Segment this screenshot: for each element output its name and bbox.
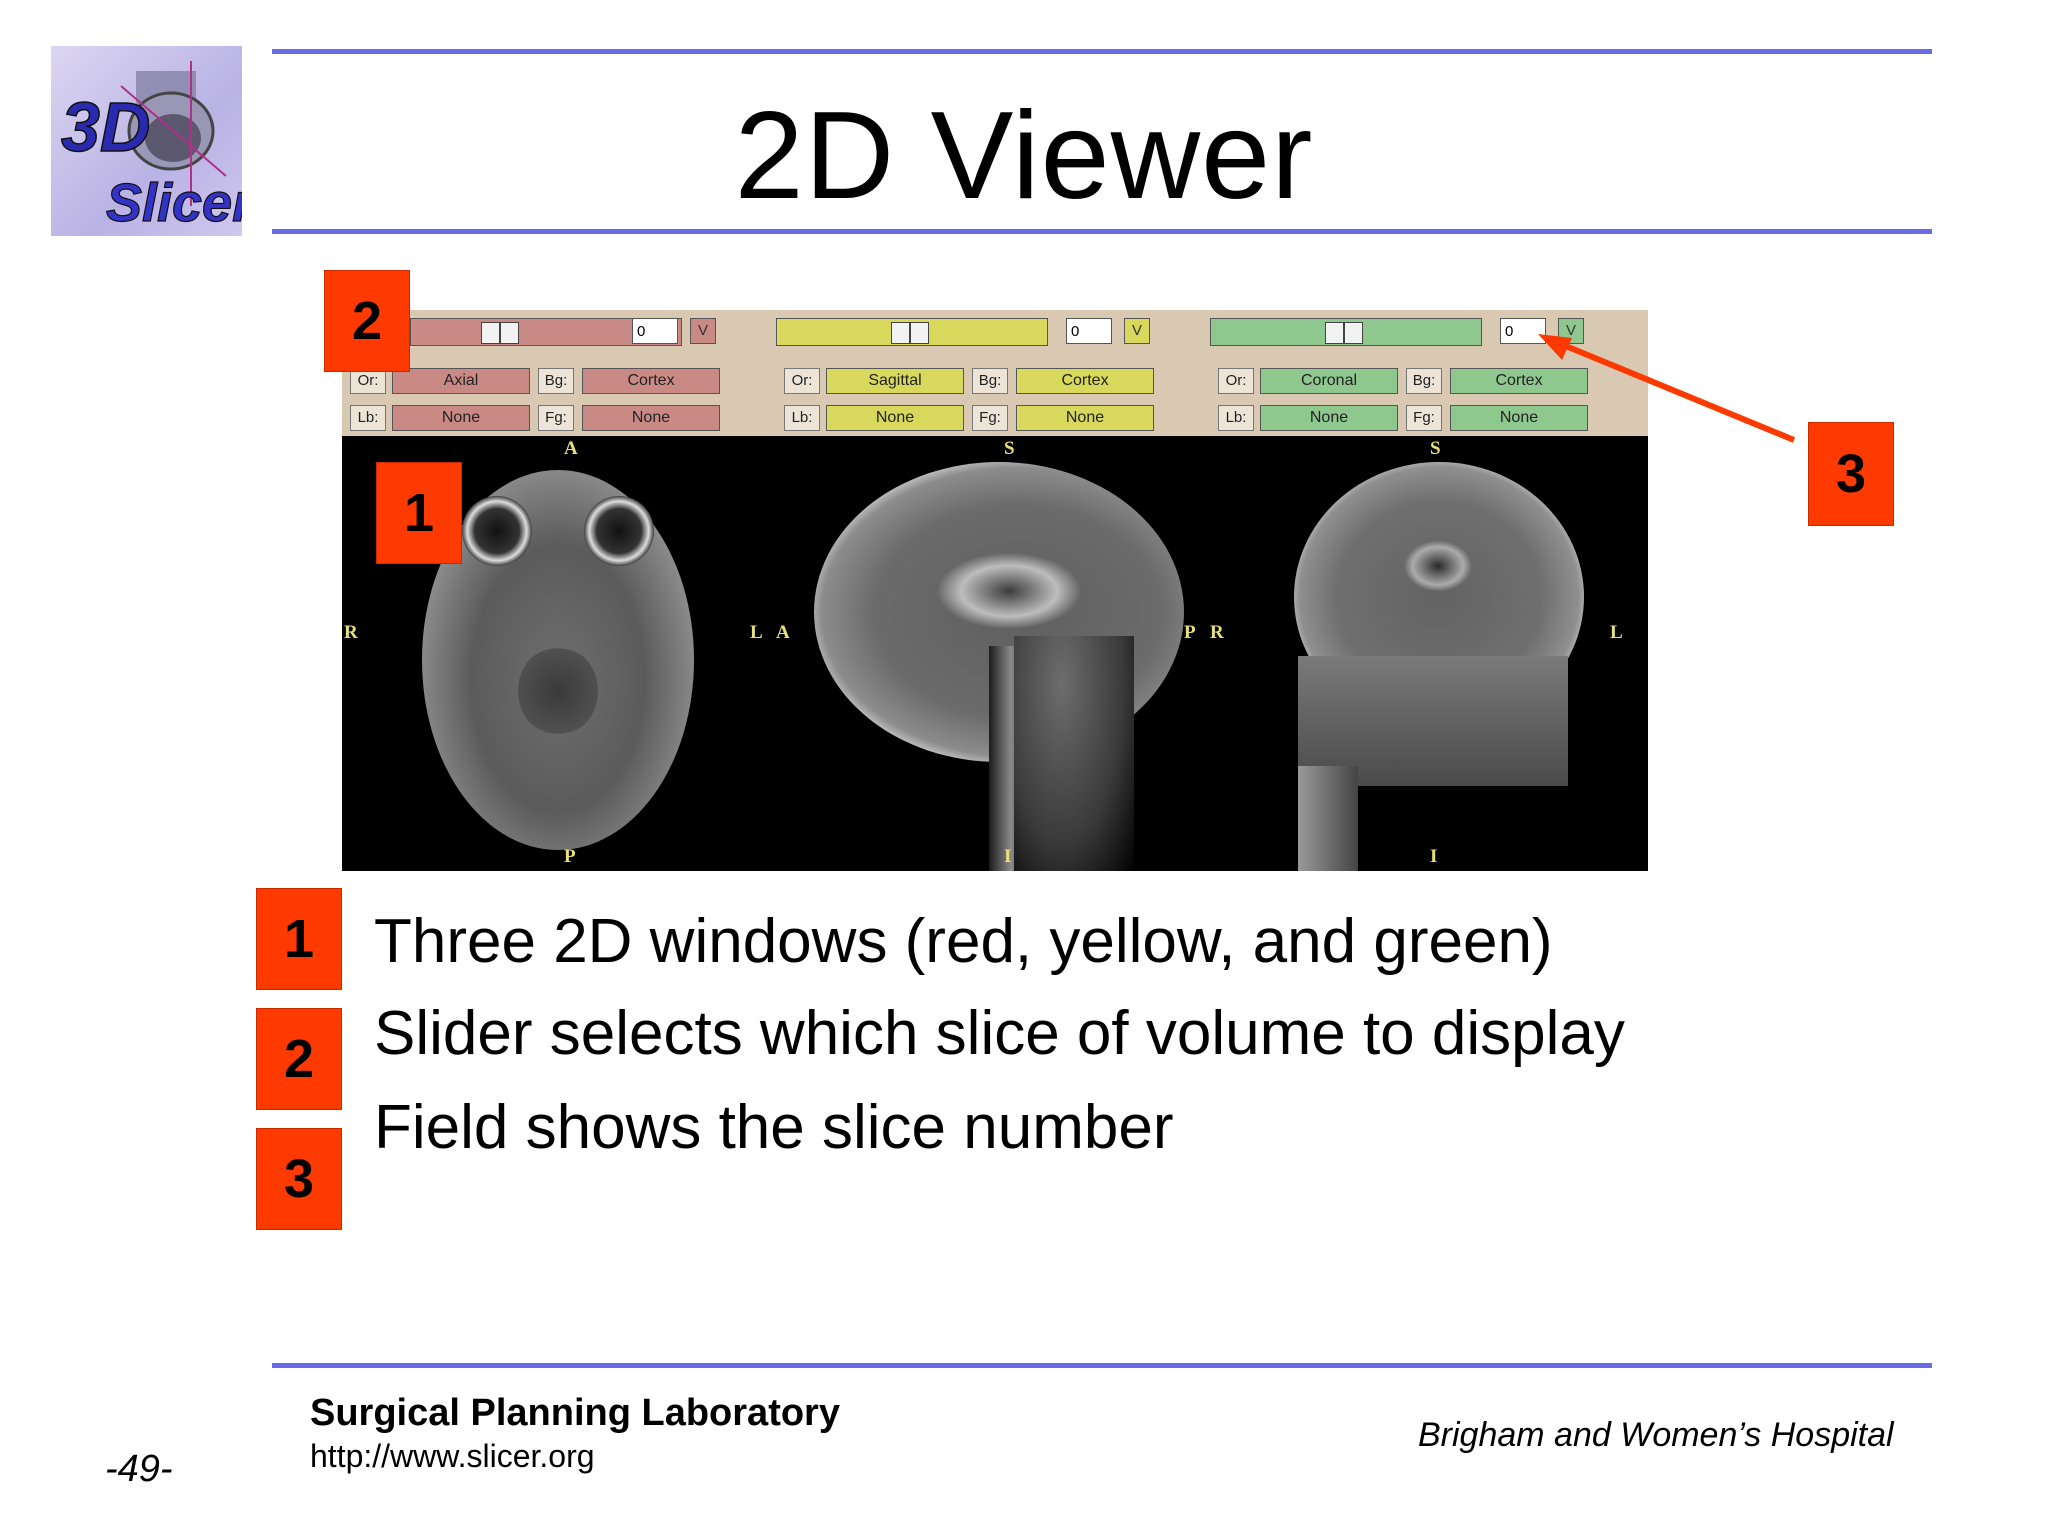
green-fg-menu[interactable]: None: [1450, 405, 1588, 431]
yellow-bg-menu[interactable]: Cortex: [1016, 368, 1154, 394]
yellow-orientation-menu[interactable]: Sagittal: [826, 368, 964, 394]
red-bg-label: Bg:: [538, 368, 574, 394]
yellow-fg-label: Fg:: [972, 405, 1008, 431]
title-bottom-rule: [272, 229, 1932, 234]
yellow-or-label: Or:: [784, 368, 820, 394]
callout-badge-1: 1: [376, 462, 462, 564]
coronal-mark-right: L: [1610, 622, 1623, 643]
red-bg-menu[interactable]: Cortex: [582, 368, 720, 394]
yellow-fg-menu[interactable]: None: [1016, 405, 1154, 431]
coronal-mark-top: S: [1430, 438, 1441, 459]
footer-url[interactable]: http://www.slicer.org: [310, 1438, 595, 1474]
red-slider-thumb[interactable]: [481, 322, 519, 344]
yellow-lb-menu[interactable]: None: [826, 405, 964, 431]
red-window-controls: 0 V Or: Axial Bg: Cortex Lb: None Fg: No…: [342, 310, 762, 436]
sagittal-slice-image[interactable]: S A P I: [774, 436, 1208, 871]
red-orientation-menu[interactable]: Axial: [392, 368, 530, 394]
page-number: -49-: [105, 1448, 173, 1490]
title-top-rule: [272, 49, 1932, 54]
sagittal-mark-left: A: [776, 622, 790, 643]
red-slice-number-field[interactable]: 0: [632, 318, 678, 344]
green-bg-menu[interactable]: Cortex: [1450, 368, 1588, 394]
footer-hospital: Brigham and Women’s Hospital: [1418, 1416, 1894, 1454]
axial-slice-image[interactable]: A R L P: [342, 436, 774, 871]
slide-title: 2D Viewer: [734, 87, 1314, 225]
yellow-slice-number-field[interactable]: 0: [1066, 318, 1112, 344]
red-fg-label: Fg:: [538, 405, 574, 431]
coronal-slice-image[interactable]: S R L I: [1208, 436, 1648, 871]
callout-badge-2: 2: [324, 270, 410, 372]
red-fg-menu[interactable]: None: [582, 405, 720, 431]
green-lb-label: Lb:: [1218, 405, 1254, 431]
bullet-text-3: Field shows the slice number: [374, 1093, 1174, 1162]
svg-text:Slicer: Slicer: [106, 173, 242, 233]
green-window-controls: 0 V Or: Coronal Bg: Cortex Lb: None Fg: …: [1208, 310, 1628, 436]
bullet-badge-3: 3: [256, 1128, 342, 1230]
bullet-badge-1: 1: [256, 888, 342, 990]
yellow-slider-thumb[interactable]: [891, 322, 929, 344]
sagittal-mark-right: P: [1184, 622, 1196, 643]
callout-badge-3: 3: [1808, 422, 1894, 526]
green-slice-number-field[interactable]: 0: [1500, 318, 1546, 344]
green-or-label: Or:: [1218, 368, 1254, 394]
red-or-label: Or:: [350, 368, 386, 394]
axial-mark-right: L: [750, 622, 763, 643]
yellow-window-controls: 0 V Or: Sagittal Bg: Cortex Lb: None Fg:…: [774, 310, 1194, 436]
sagittal-mark-top: S: [1004, 438, 1015, 459]
slice-viewer-panel: 0 V Or: Axial Bg: Cortex Lb: None Fg: No…: [342, 310, 1648, 871]
yellow-lb-label: Lb:: [784, 405, 820, 431]
bullet-text-2: Slider selects which slice of volume to …: [374, 999, 1625, 1068]
yellow-visibility-button[interactable]: V: [1124, 318, 1150, 344]
footer-rule: [272, 1363, 1932, 1368]
green-fg-label: Fg:: [1406, 405, 1442, 431]
axial-mark-bottom: P: [564, 846, 576, 867]
callout-arrow: [1538, 334, 1796, 443]
yellow-slice-slider[interactable]: [776, 318, 1048, 346]
green-lb-menu[interactable]: None: [1260, 405, 1398, 431]
red-visibility-button[interactable]: V: [690, 318, 716, 344]
red-lb-menu[interactable]: None: [392, 405, 530, 431]
bullet-badge-2: 2: [256, 1008, 342, 1110]
axial-mark-top: A: [564, 438, 578, 459]
green-orientation-menu[interactable]: Coronal: [1260, 368, 1398, 394]
axial-mark-left: R: [344, 622, 358, 643]
green-bg-label: Bg:: [1406, 368, 1442, 394]
coronal-mark-left: R: [1210, 622, 1224, 643]
slicer-logo: 3D Slicer: [51, 46, 257, 236]
footer-lab-name: Surgical Planning Laboratory: [310, 1392, 840, 1434]
green-slider-thumb[interactable]: [1325, 322, 1363, 344]
bullet-text-1: Three 2D windows (red, yellow, and green…: [374, 907, 1553, 976]
svg-text:3D: 3D: [61, 88, 150, 166]
slicer-logo-graphic: 3D Slicer: [60, 61, 257, 234]
coronal-mark-bottom: I: [1430, 846, 1438, 867]
green-slice-slider[interactable]: [1210, 318, 1482, 346]
yellow-bg-label: Bg:: [972, 368, 1008, 394]
red-lb-label: Lb:: [350, 405, 386, 431]
sagittal-mark-bottom: I: [1004, 846, 1012, 867]
